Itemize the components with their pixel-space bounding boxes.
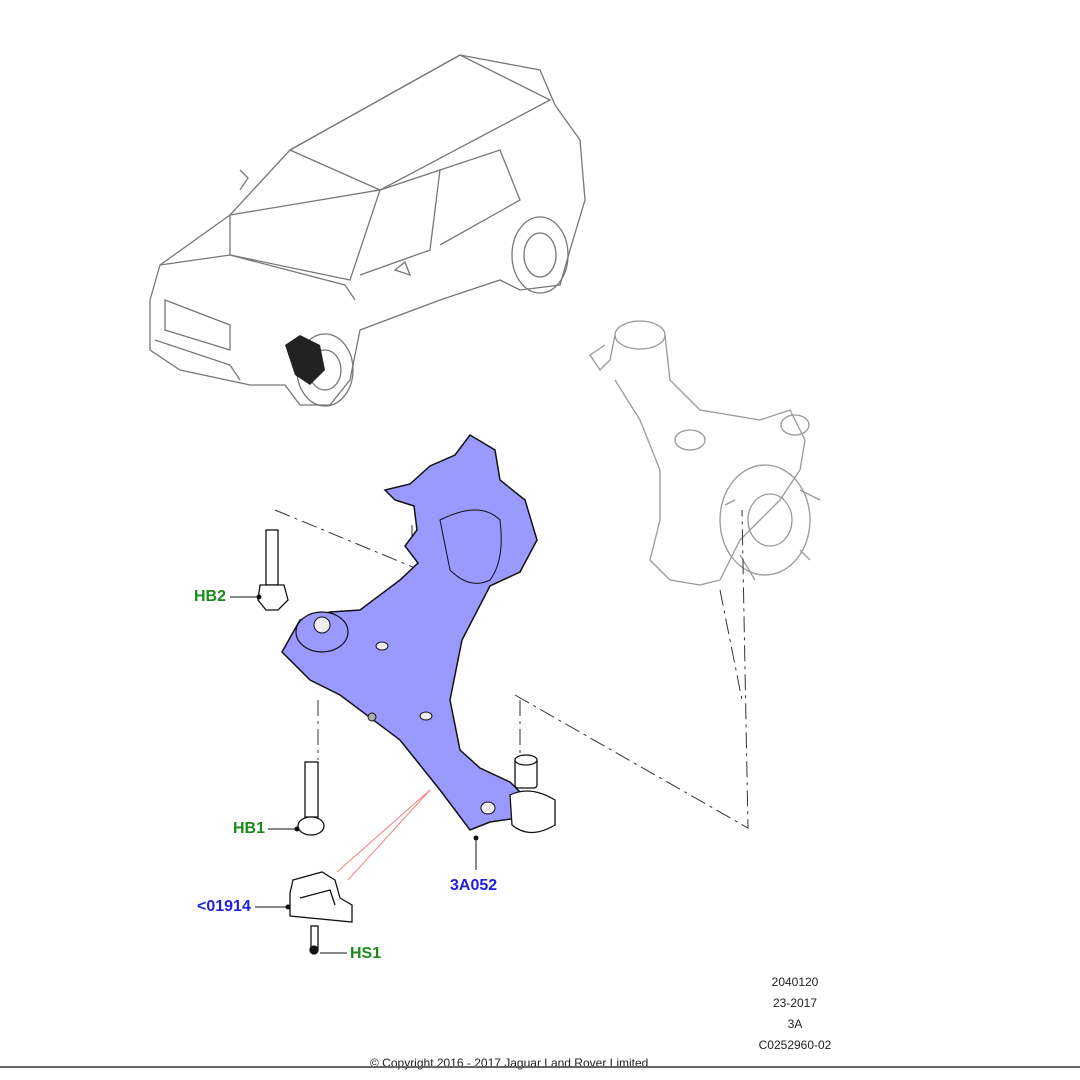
lower-control-arm[interactable] bbox=[281, 434, 538, 831]
illustration-number: 2040120 bbox=[771, 975, 819, 989]
illustration-code: C0252960-02 bbox=[758, 1038, 832, 1052]
bolt-hb2 bbox=[257, 529, 289, 611]
suspension-highlight-on-vehicle bbox=[285, 335, 325, 385]
assembly-leader-lines bbox=[274, 509, 749, 829]
steering-knuckle-illustration bbox=[589, 320, 821, 586]
callout-hb1[interactable]: HB1 bbox=[233, 820, 266, 837]
vehicle-illustration bbox=[149, 54, 586, 407]
heat-shield-01914 bbox=[289, 871, 353, 955]
callout-hb2[interactable]: HB2 bbox=[194, 588, 227, 605]
callout-lines bbox=[230, 594, 479, 954]
callout-3a052[interactable]: 3A052 bbox=[450, 877, 498, 894]
illustration-section: 3A bbox=[787, 1017, 803, 1031]
illustration-date: 23-2017 bbox=[772, 996, 818, 1010]
ball-joint bbox=[509, 754, 556, 834]
footer-divider bbox=[0, 1066, 1080, 1068]
bolt-hb1 bbox=[297, 761, 325, 836]
callout-hs1[interactable]: HS1 bbox=[350, 945, 382, 962]
callout-01914[interactable]: <01914 bbox=[197, 898, 251, 915]
shield-leader-lines bbox=[336, 789, 431, 881]
